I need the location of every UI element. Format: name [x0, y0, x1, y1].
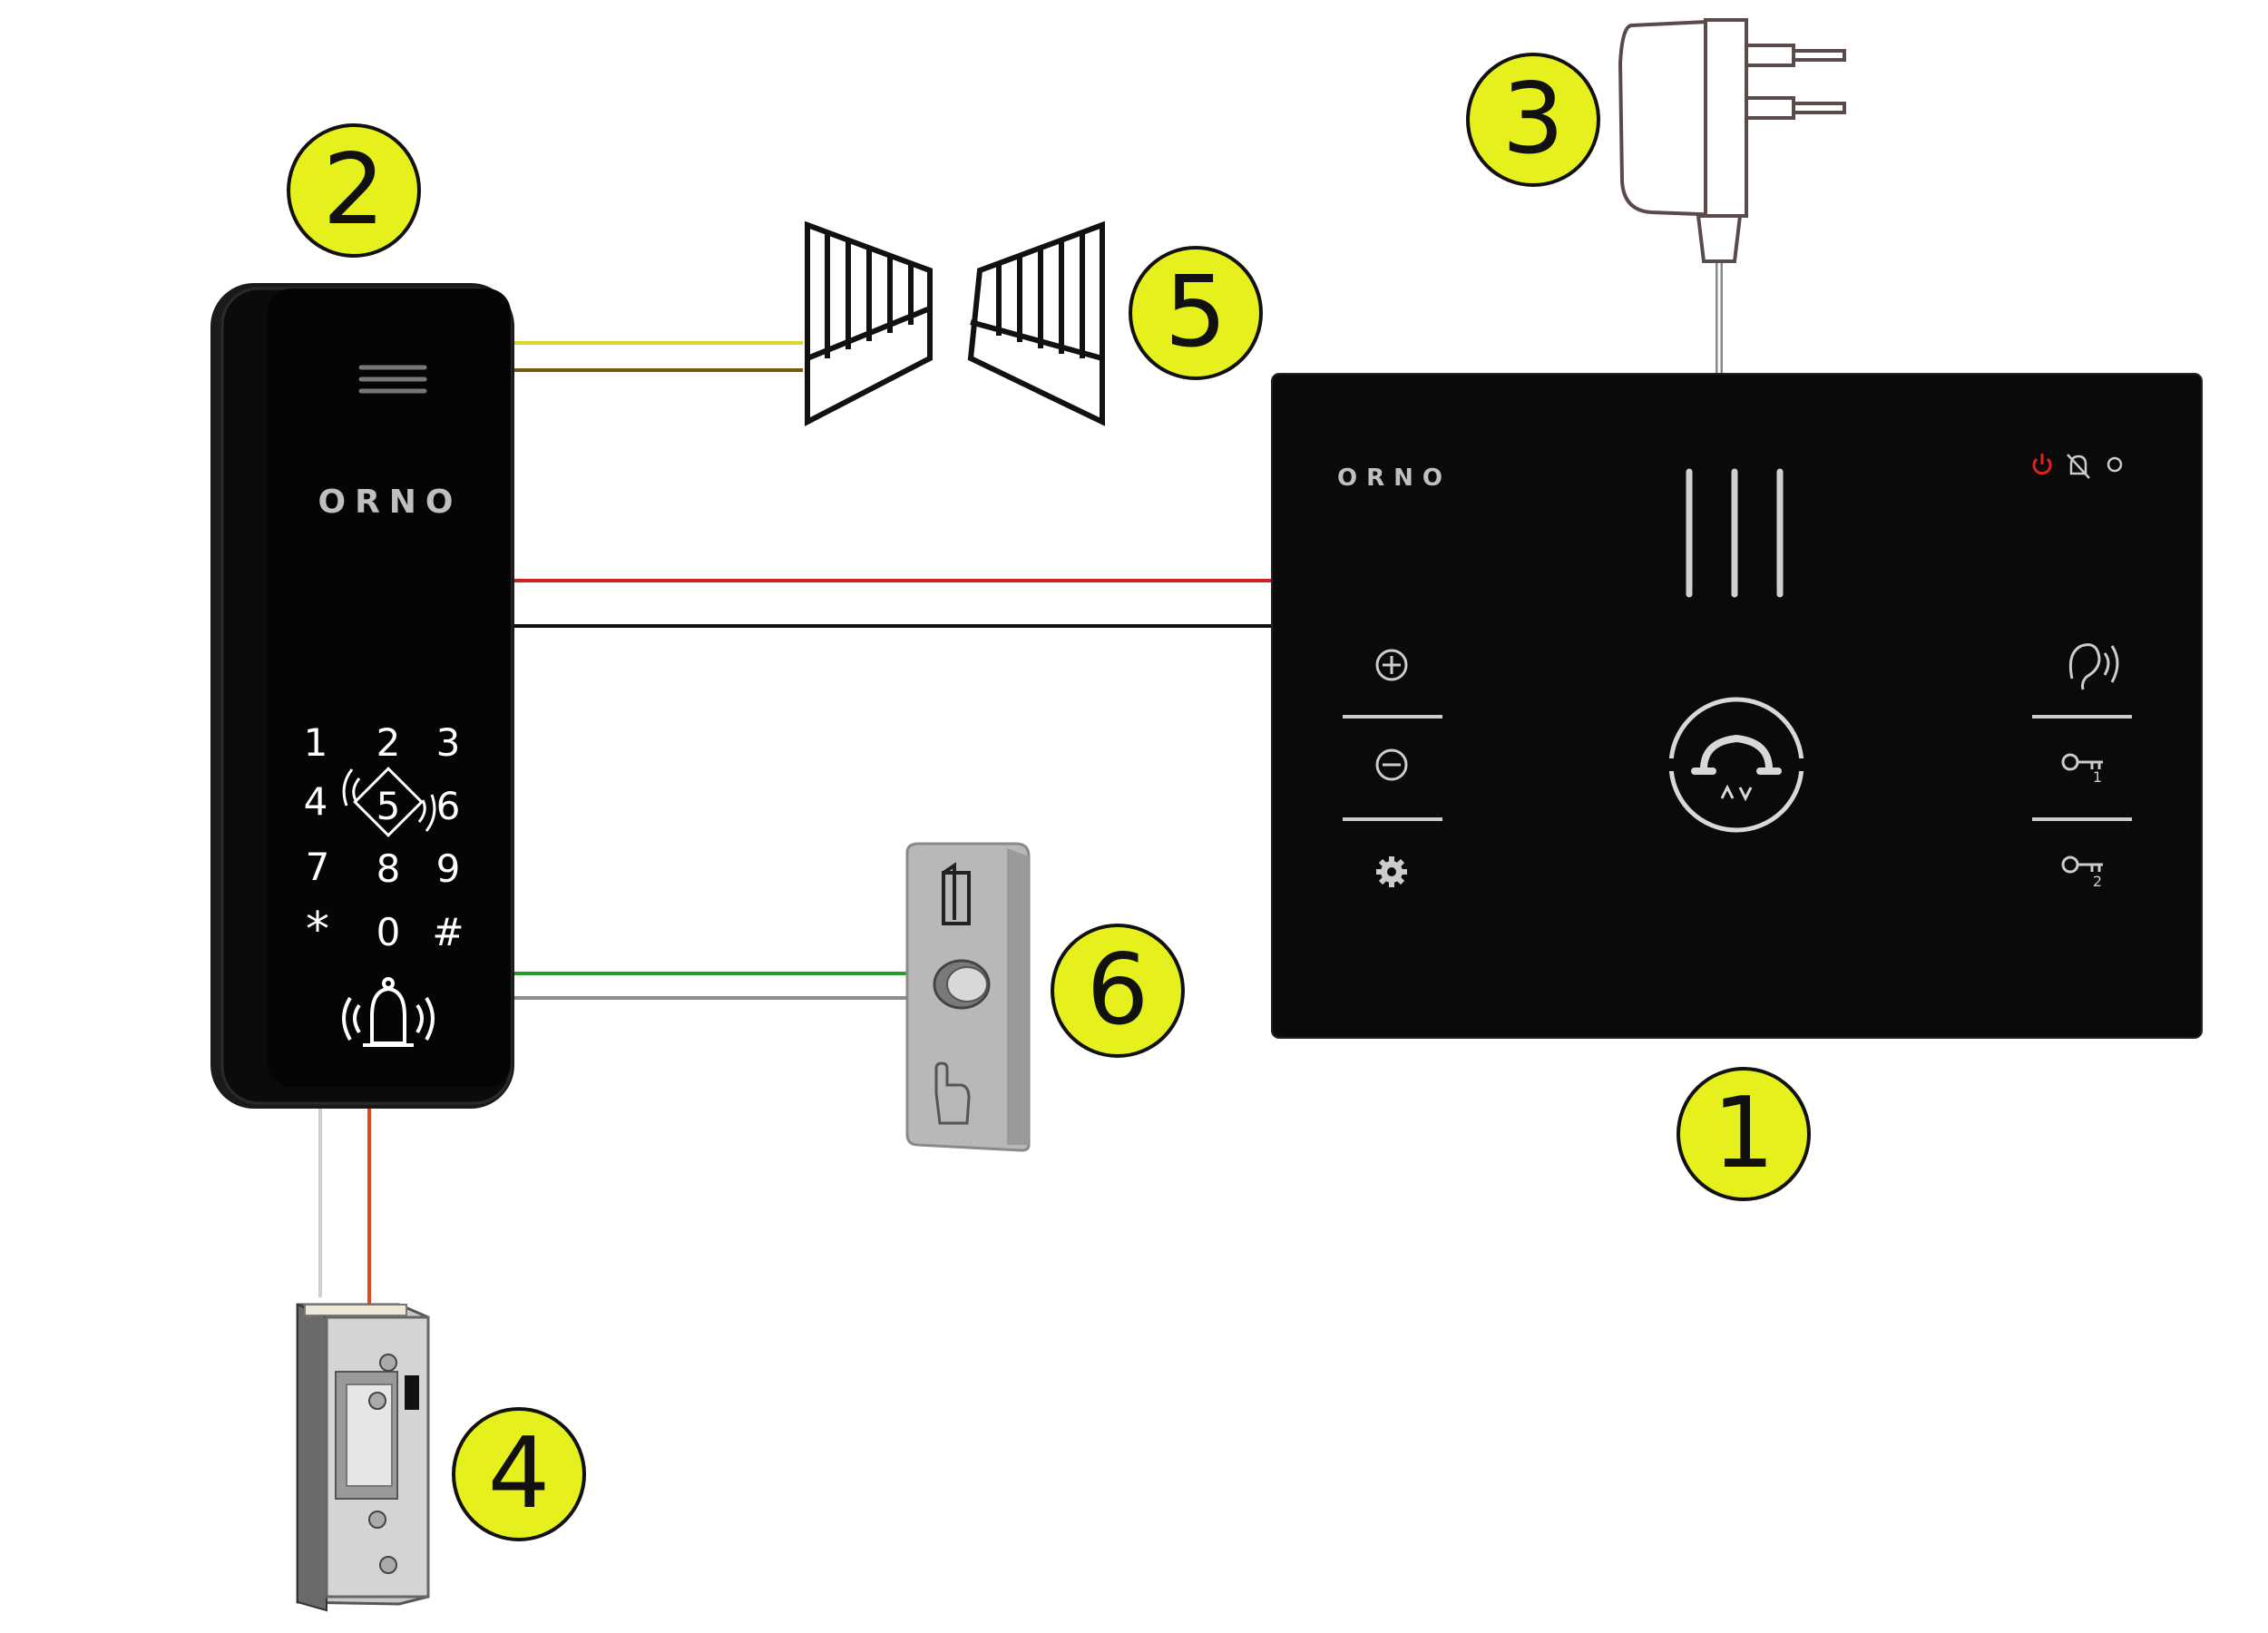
badges: 1 2 3 4 5 6: [287, 53, 1811, 1541]
badge-1-label: 1: [1713, 1077, 1775, 1190]
badge-6-label: 6: [1087, 934, 1149, 1047]
screw-icon: [368, 1511, 386, 1529]
call-button[interactable]: [1662, 697, 1811, 833]
keypad-key[interactable]: 3: [436, 720, 461, 765]
screw-icon: [368, 1392, 386, 1410]
badge-4: 4: [452, 1407, 586, 1541]
right-controls: 1 2: [2032, 643, 2132, 890]
key-2-label: 2: [2093, 873, 2102, 890]
badge-6: 6: [1051, 924, 1185, 1058]
power-supply: [1618, 17, 1846, 263]
badge-2: 2: [287, 123, 421, 258]
keypad-key[interactable]: 0: [376, 910, 401, 954]
speaker-slots-icon: [1686, 468, 1784, 598]
keypad-key[interactable]: 7: [306, 845, 330, 889]
key-2-icon[interactable]: [2061, 856, 2103, 874]
keypad-key[interactable]: 1: [304, 720, 328, 765]
settings-icon[interactable]: [1376, 856, 1407, 887]
gate: [805, 220, 1105, 426]
left-controls: [1343, 649, 1442, 887]
wires: [318, 222, 1723, 1306]
monitor-brand: ORNO: [1337, 464, 1452, 492]
key-1-icon[interactable]: [2061, 753, 2103, 771]
keypad-key[interactable]: #: [432, 910, 464, 954]
gate-right-leaf: [967, 220, 1105, 426]
keypad-key[interactable]: 9: [436, 846, 461, 891]
keypad-key[interactable]: 6: [436, 784, 461, 828]
badge-1: 1: [1677, 1067, 1811, 1201]
badge-5: 5: [1129, 246, 1263, 380]
exit-button: [905, 842, 1031, 1152]
door-panel: ORNO 1 2 3 4 5 6 7 8 9 * 0 #: [210, 283, 514, 1109]
keypad-key[interactable]: *: [306, 903, 329, 957]
listen-icon[interactable]: [2068, 643, 2119, 690]
screw-icon: [379, 1354, 397, 1372]
rfid-reader-icon: [342, 767, 436, 837]
mute-icon: [2067, 454, 2090, 479]
badge-2-label: 2: [323, 133, 386, 247]
keypad: 1 2 3 4 5 6 7 8 9 * 0 #: [304, 720, 464, 957]
keypad-key[interactable]: 2: [376, 720, 401, 765]
push-button-icon[interactable]: [933, 959, 991, 1010]
bell-icon[interactable]: [342, 977, 435, 1047]
badge-3: 3: [1466, 53, 1600, 187]
status-led-icon: [2107, 456, 2123, 473]
gate-left-leaf: [805, 220, 933, 426]
keypad-key[interactable]: 4: [304, 779, 328, 824]
door-exit-icon: [942, 862, 971, 925]
power-icon: [2032, 454, 2052, 475]
electric-strike: [296, 1303, 430, 1612]
badge-3-label: 3: [1502, 63, 1565, 176]
volume-up-icon[interactable]: [1375, 649, 1408, 681]
handset-icon: [1691, 734, 1782, 775]
monitor: ORNO: [1271, 373, 2203, 1039]
finger-press-icon: [934, 1061, 971, 1125]
keypad-key[interactable]: 5: [376, 784, 401, 828]
volume-down-icon[interactable]: [1375, 748, 1408, 781]
status-icons: [2032, 454, 2123, 479]
key-1-label: 1: [2093, 768, 2102, 786]
screw-icon: [379, 1556, 397, 1574]
keypad-key[interactable]: 8: [376, 846, 401, 891]
badge-4-label: 4: [488, 1417, 551, 1530]
speaker-grille-icon: [358, 365, 427, 394]
door-panel-brand: ORNO: [318, 484, 462, 521]
badge-5-label: 5: [1165, 256, 1227, 369]
